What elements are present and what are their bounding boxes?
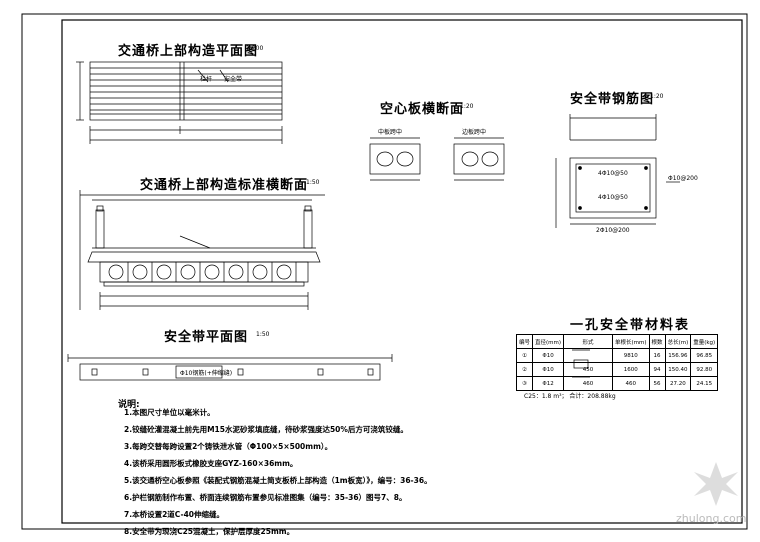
table-row: ① Φ10 9810 16 156.96 96.85 [515,348,719,363]
table-footer: C25：1.8 m³； 合计：208.88kg [524,393,616,400]
table-cell: 450 [563,362,614,377]
hollow-voids [108,264,292,280]
table-cell: 27.20 [664,376,692,391]
cross-section-view [79,190,325,310]
rebar-label-1: 4Φ10@50 [598,170,628,177]
inner-border [61,19,743,524]
section-title: 交通桥上部构造标准横断面 [140,178,309,193]
outer-border [21,13,748,530]
table-cell: 24.15 [690,376,719,391]
plan-scale: 1:200 [246,45,264,52]
safety-plan-view [67,354,393,381]
rebar-label-bottom: 2Φ10@200 [596,227,630,234]
table-cell: 460 [563,376,614,391]
hollow-slab-sections [369,137,505,181]
table-cell: 460 [612,376,650,391]
table-cell: 9810 [612,348,650,363]
table-header-cell: 单根长(mm) [612,334,650,349]
table-row: ② Φ10 450 1600 94 150.40 92.80 [515,362,719,377]
hollow-edge-label: 边板跨中 [462,129,487,136]
table-cell: ② [515,362,534,377]
plan-title: 交通桥上部构造平面图 [118,44,259,59]
table-cell: Φ10 [532,348,565,363]
table-cell: ③ [515,376,534,391]
watermark-logo [694,462,738,506]
rebar-label-3: Φ10@200 [668,175,698,182]
table-cell: 96.85 [690,348,719,363]
table-cell: Φ12 [532,376,565,391]
hollow-title: 空心板横断面 [380,102,465,117]
table-header-cell: 总长(m) [664,334,692,349]
note-item: 5.该交通桥空心板参照《装配式钢筋混凝土简支板桥上部构造（1m板宽）》，编号：3… [124,476,432,485]
table-cell: 1600 [612,362,650,377]
table-cell: Φ10 [532,362,565,377]
section-scale: 1:50 [306,179,320,186]
rebar-title: 安全带钢筋图 [570,92,655,107]
material-table: 编号 直径(mm) 形式 单根长(mm) 根数 总长(m) 重量(kg) ① Φ… [515,334,719,391]
safety-plan-scale: 1:50 [256,331,270,338]
rebar-drawing [555,114,680,228]
table-header-cell: 重量(kg) [690,334,719,349]
notes-heading: 说明: [118,400,140,410]
table-cell: 16 [648,348,666,363]
table-cell: 56 [648,376,666,391]
watermark-text: zhulong.com [676,512,747,525]
note-item: 1.本图尺寸单位以毫米计。 [124,408,215,417]
plan-label-b: 安全带 [224,76,243,83]
table-title: 一孔安全带材料表 [570,318,691,333]
rebar-scale: 1:20 [650,93,664,100]
safety-plan-label: Φ10钢筋(+伸缩缝) [180,370,233,377]
safety-plan-title: 安全带平面图 [164,330,249,345]
plan-view [76,61,283,144]
table-cell: 156.96 [664,348,692,363]
note-item: 6.护栏钢筋制作布置、桥面连续钢筋布置参见标准图集（编号：35-36）图号7、8… [124,493,407,502]
note-item: 2.铰缝砼灌混凝土前先用M15水泥砂浆填底缝，待砂浆强度达50%后方可浇筑铰缝。 [124,425,408,434]
table-cell: 150.40 [664,362,692,377]
plan-label-a: 栏杆 [200,76,213,83]
table-header-cell: 编号 [515,334,534,349]
table-header-cell: 形式 [563,334,614,349]
table-cell: ① [515,348,534,363]
note-item: 8.安全带为现浇C25混凝土，保护层厚度25mm。 [124,527,295,536]
table-cell: 94 [648,362,666,377]
note-item: 3.每跨交替每跨设置2个铸铁泄水管（Φ100×5×500mm）。 [124,442,333,451]
hollow-mid-label: 中板跨中 [378,129,403,136]
notes-list: 1.本图尺寸单位以毫米计。 2.铰缝砼灌混凝土前先用M15水泥砂浆填底缝，待砂浆… [124,404,432,540]
shape-label: 460 [582,380,594,387]
hollow-scale: 1:20 [460,103,474,110]
note-item: 4.该桥采用圆形板式橡胶支座GYZ-160×36mm。 [124,459,298,468]
table-cell [563,348,614,363]
table-header-row: 编号 直径(mm) 形式 单根长(mm) 根数 总长(m) 重量(kg) [515,334,719,349]
note-item: 7.本桥设置2道C-40伸缩缝。 [124,510,225,519]
rebar-label-2: 4Φ10@50 [598,194,628,201]
shape-label: 450 [582,366,594,373]
table-header-cell: 根数 [648,334,666,349]
table-row: ③ Φ12 460 460 56 27.20 24.15 [515,376,719,391]
table-header-cell: 直径(mm) [532,334,565,349]
table-cell: 92.80 [690,362,719,377]
